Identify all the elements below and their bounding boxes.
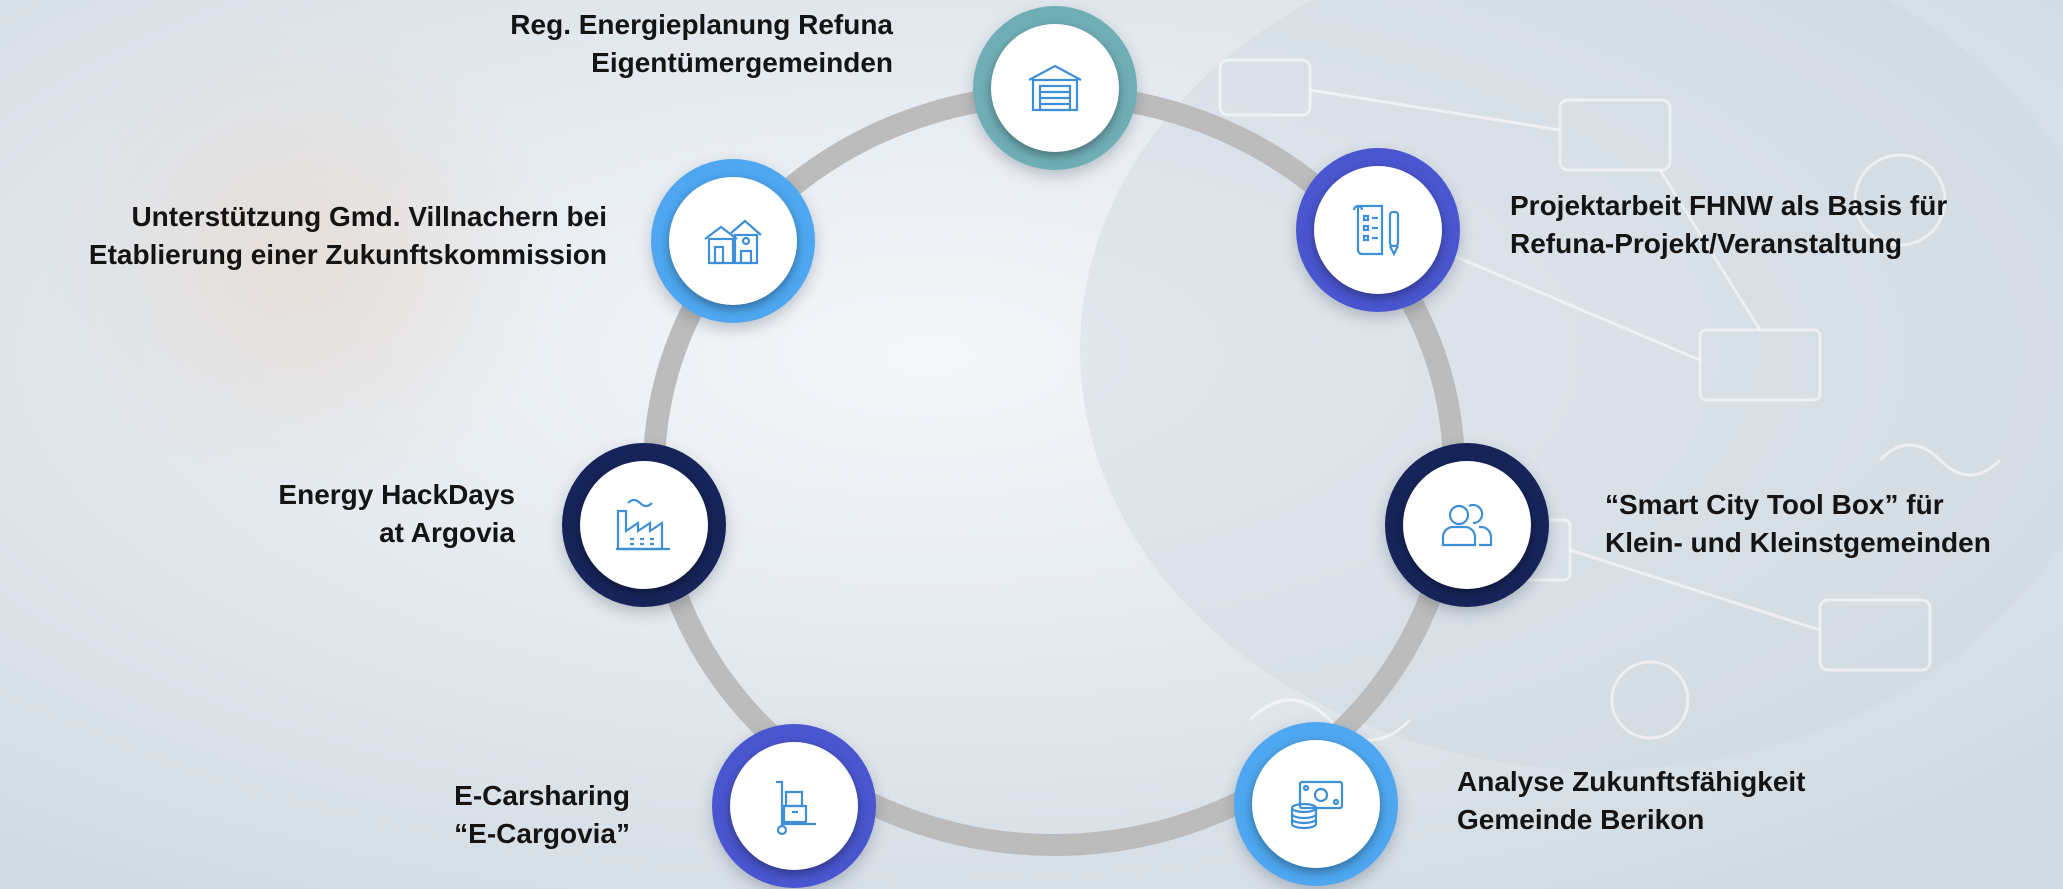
- node-lower-right-label: Analyse Zukunftsfähigkeit Gemeinde Berik…: [1457, 766, 1806, 835]
- node-left: [562, 443, 726, 607]
- house-icon: [704, 219, 762, 265]
- node-upper-left-label: Unterstützung Gmd. Villnachern bei Etabl…: [88, 201, 607, 270]
- hand-truck-icon: [776, 780, 816, 836]
- factory-icon: [616, 498, 670, 551]
- node-right-label: “Smart City Tool Box” für Klein- und Kle…: [1605, 489, 1991, 558]
- node-lower-right: [1234, 722, 1398, 886]
- document-pen-icon: [1352, 204, 1400, 257]
- node-lower-left: [712, 724, 876, 888]
- node-right: [1385, 443, 1549, 607]
- node-upper-right-label: Projektarbeit FHNW als Basis für Refuna-…: [1510, 190, 1948, 259]
- node-top-label: Reg. Energieplanung Refuna Eigentümergem…: [510, 9, 893, 78]
- node-lower-left-label: E-Carsharing “E-Cargovia”: [454, 780, 630, 849]
- node-top: [973, 6, 1137, 170]
- node-left-label: Energy HackDays at Argovia: [278, 479, 515, 548]
- money-coins-icon: [1290, 780, 1344, 830]
- node-upper-right: [1296, 148, 1460, 312]
- node-upper-left: [651, 159, 815, 323]
- garage-icon: [1028, 64, 1082, 112]
- people-icon: [1441, 503, 1493, 547]
